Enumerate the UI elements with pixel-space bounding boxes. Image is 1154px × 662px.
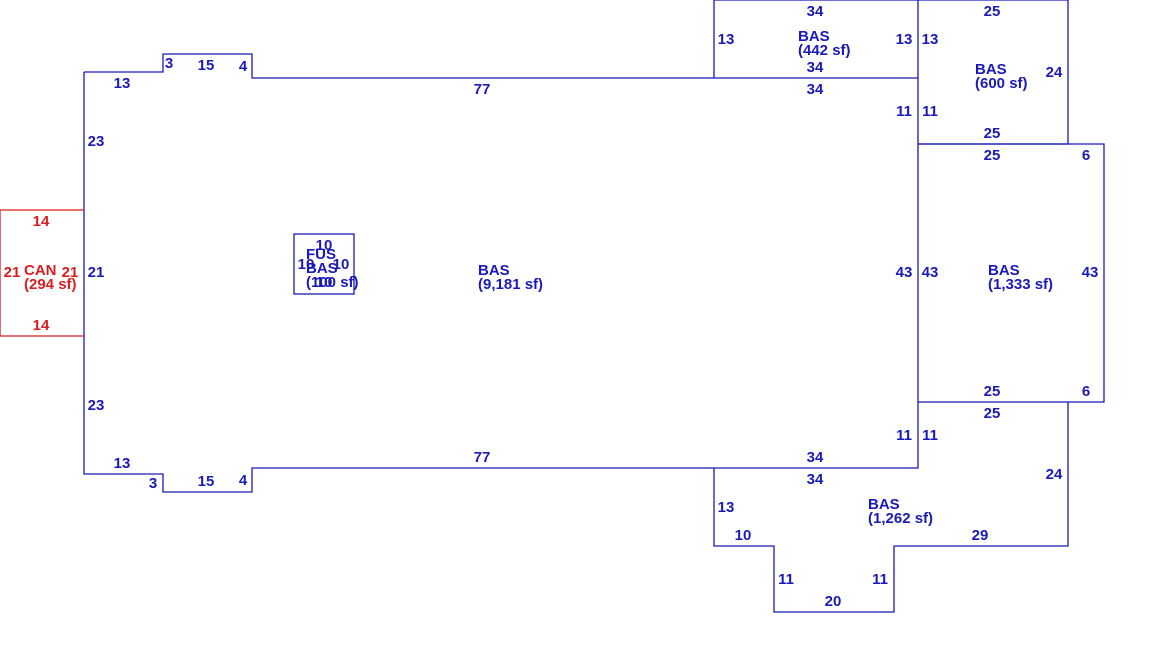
dim-can-top: 14 bbox=[33, 213, 50, 230]
dim-r-top: 25 bbox=[984, 147, 1001, 164]
dim-b-top-34: 34 bbox=[807, 471, 824, 488]
dim-r-bottom-6: 6 bbox=[1082, 383, 1090, 400]
dim-upper-step-4: 4 bbox=[239, 58, 248, 75]
bottom-bas-code: BAS bbox=[868, 496, 900, 513]
dim-small-bottom: 10 bbox=[316, 274, 333, 291]
right-bas-outline bbox=[918, 143, 1105, 403]
dim-main-top-right-34: 34 bbox=[807, 81, 824, 98]
main-bas-outline bbox=[83, 53, 919, 493]
top-middle-bas-area: (442 sf) bbox=[798, 42, 851, 59]
dim-b-11-left: 11 bbox=[778, 571, 794, 588]
dim-can-bottom: 14 bbox=[33, 317, 50, 334]
top-middle-bas-code: BAS bbox=[798, 28, 830, 45]
top-right-bas-area: (600 sf) bbox=[975, 75, 1028, 92]
main-bas-area: (9,181 sf) bbox=[478, 276, 543, 293]
top-right-bas-code: BAS bbox=[975, 61, 1007, 78]
dim-b-left-13: 13 bbox=[718, 499, 735, 516]
dim-lower-step-13: 13 bbox=[114, 455, 131, 472]
dim-b-11-right: 11 bbox=[872, 571, 888, 588]
dim-left-lower: 23 bbox=[88, 397, 105, 414]
dim-main-right-mid: 43 bbox=[896, 264, 913, 281]
bottom-bas-outline bbox=[713, 402, 1069, 613]
dim-tm-right: 13 bbox=[896, 31, 913, 48]
dim-main-top: 77 bbox=[474, 81, 491, 98]
dim-main-left: 21 bbox=[88, 264, 105, 281]
dim-tr-top: 25 bbox=[984, 3, 1001, 20]
small-bas-code: BAS bbox=[306, 260, 338, 277]
dim-tm-bottom: 34 bbox=[807, 59, 824, 76]
dim-can-left: 21 bbox=[4, 264, 21, 281]
dim-left-upper: 23 bbox=[88, 133, 105, 150]
dim-r-top-6: 6 bbox=[1082, 147, 1090, 164]
dim-main-bottom-right-34: 34 bbox=[807, 449, 824, 466]
dim-b-left-11: 11 bbox=[922, 427, 938, 444]
right-bas-area: (1,333 sf) bbox=[988, 276, 1053, 293]
small-fus-area: (100 sf) bbox=[306, 274, 359, 291]
dim-tm-left: 13 bbox=[718, 31, 735, 48]
dim-b-20: 20 bbox=[825, 593, 842, 610]
right-bas-code: BAS bbox=[988, 262, 1020, 279]
dim-r-left: 43 bbox=[922, 264, 939, 281]
dim-lower-step-3: 3 bbox=[149, 475, 157, 492]
dim-b-10: 10 bbox=[735, 527, 752, 544]
main-bas-code: BAS bbox=[478, 262, 510, 279]
bottom-bas-area: (1,262 sf) bbox=[868, 510, 933, 527]
dim-main-right-lower: 11 bbox=[896, 427, 912, 444]
dim-main-right-upper: 11 bbox=[896, 103, 912, 120]
dim-tr-right: 24 bbox=[1046, 64, 1063, 81]
dim-upper-step-15: 15 bbox=[198, 57, 215, 74]
small-fus-outline bbox=[293, 233, 355, 295]
dim-small-top: 10 bbox=[316, 237, 333, 254]
dim-tr-bottom: 25 bbox=[984, 125, 1001, 142]
dim-b-right: 24 bbox=[1046, 466, 1063, 483]
top-middle-bas-outline bbox=[713, 0, 919, 78]
dim-lower-step-15: 15 bbox=[198, 473, 215, 490]
small-fus-code: FUS bbox=[306, 246, 336, 263]
dim-main-bottom: 77 bbox=[474, 449, 491, 466]
dim-tr-left-lower: 11 bbox=[922, 103, 938, 120]
dim-upper-step-3: 3 bbox=[165, 55, 173, 72]
dim-small-left: 10 bbox=[298, 256, 315, 273]
dim-small-right: 10 bbox=[333, 256, 350, 273]
dim-upper-step-13: 13 bbox=[114, 75, 131, 92]
canopy-outline bbox=[0, 209, 84, 337]
dim-can-right: 21 bbox=[62, 264, 79, 281]
dim-tr-left-upper: 13 bbox=[922, 31, 939, 48]
dim-b-top-25: 25 bbox=[984, 405, 1001, 422]
dim-b-29: 29 bbox=[972, 527, 989, 544]
canopy-area: (294 sf) bbox=[24, 276, 77, 293]
canopy-code: CAN bbox=[24, 262, 57, 279]
dim-r-right: 43 bbox=[1082, 264, 1099, 281]
dim-r-bottom: 25 bbox=[984, 383, 1001, 400]
dim-lower-step-4: 4 bbox=[239, 472, 248, 489]
dim-tm-top: 34 bbox=[807, 3, 824, 20]
